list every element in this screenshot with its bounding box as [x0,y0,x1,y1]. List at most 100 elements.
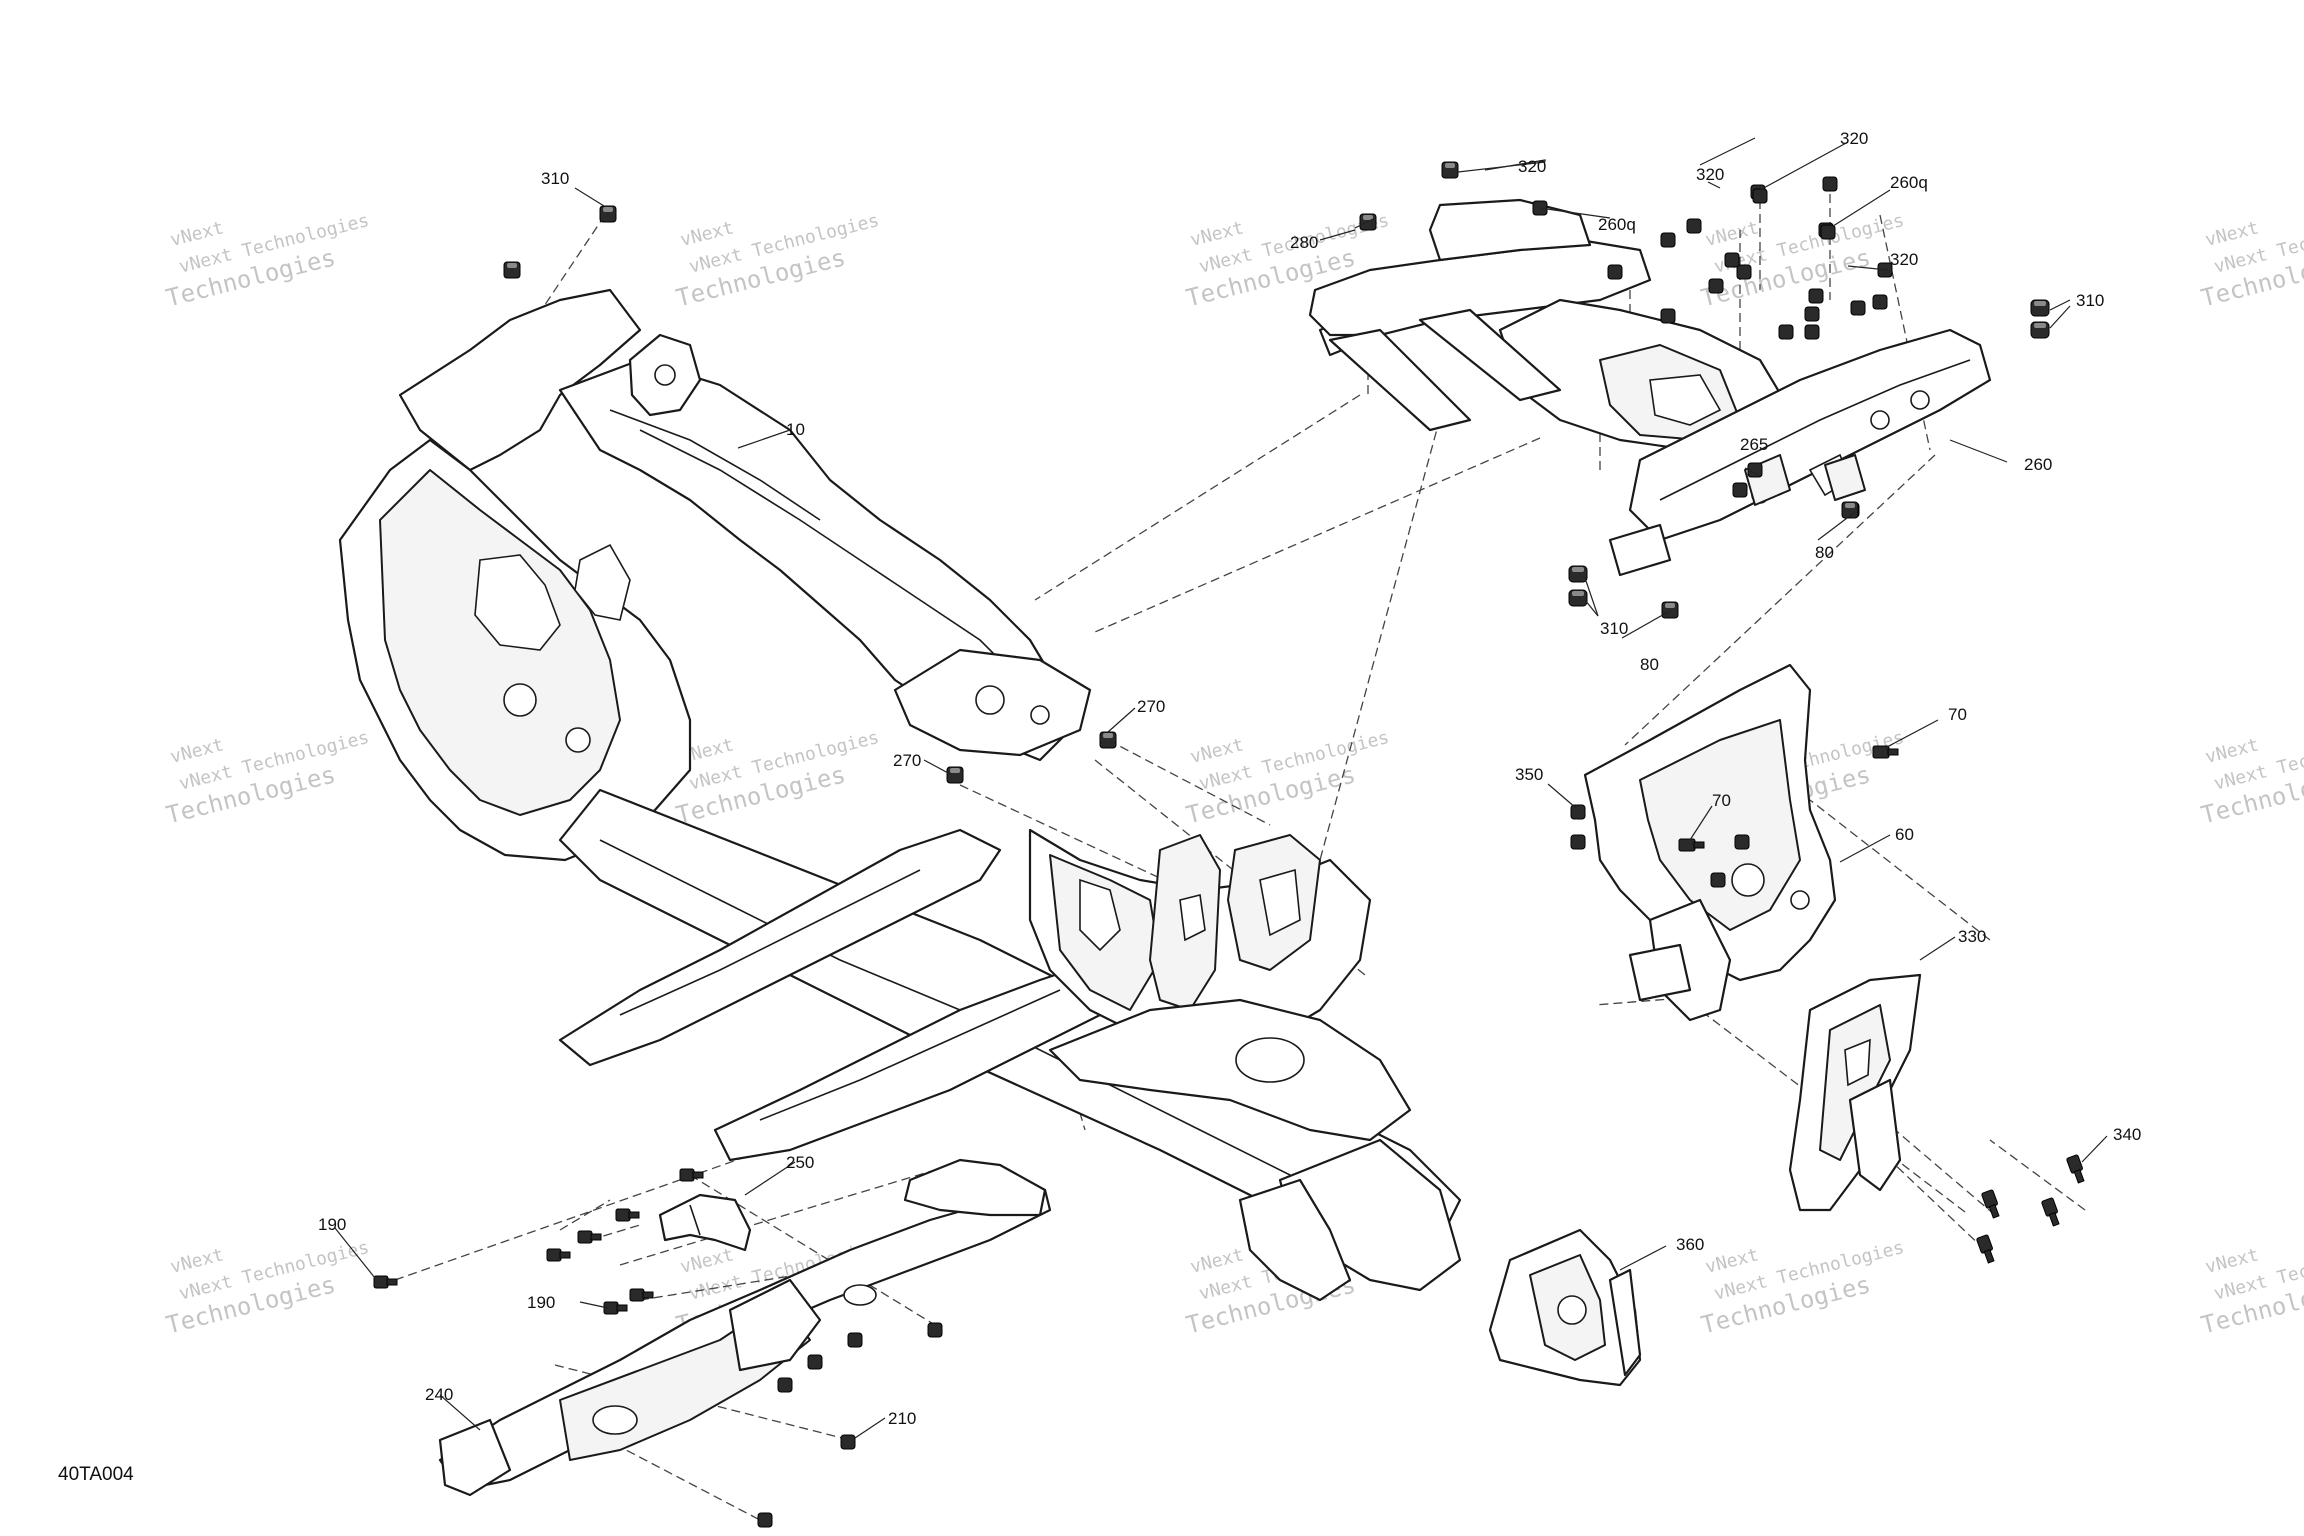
nut-icon[interactable] [946,766,964,784]
lower-arm-part-240[interactable] [438,1158,1052,1497]
nut-icon[interactable] [1660,232,1676,248]
bolt-icon[interactable] [1872,745,1899,759]
callout-270[interactable]: 270 [1137,697,1165,716]
callout-250[interactable]: 250 [786,1153,814,1172]
nut-icon[interactable] [1710,872,1726,888]
nut-icon[interactable] [847,1332,863,1348]
watermark: vNext vNext Technologies Technologies [2198,1237,2304,1339]
nut-icon[interactable] [1570,804,1586,820]
nut-icon[interactable] [1732,482,1748,498]
nut-icon[interactable] [1841,501,1859,519]
bolt-icon[interactable] [577,1230,602,1244]
callout-280[interactable]: 280 [1290,233,1318,252]
nut-icon[interactable] [599,205,617,223]
nut-icon[interactable] [1822,176,1838,192]
callout-310[interactable]: 310 [2076,291,2104,310]
watermark-text: vNext [1703,1244,1761,1277]
callout-240[interactable]: 240 [425,1385,453,1404]
plate-part-250[interactable] [658,1193,752,1252]
callout-70[interactable]: 70 [1948,705,1967,724]
nut-icon[interactable] [1660,308,1676,324]
leader-lines [334,137,2108,1439]
callout-310[interactable]: 310 [1600,619,1628,638]
nut-icon[interactable] [757,1512,773,1528]
bolt-icon[interactable] [2041,1197,2062,1227]
nut-icon[interactable] [1708,278,1724,294]
callout-320[interactable]: 320 [1840,129,1868,148]
main-frame-part-10[interactable] [338,288,1462,1302]
bolt-icon[interactable] [629,1288,654,1302]
nut-icon[interactable] [1441,161,1459,179]
nut-icon[interactable] [1808,288,1824,304]
watermark-text: vNext [1188,1244,1246,1277]
callout-340[interactable]: 340 [2113,1125,2141,1144]
nut-icon[interactable] [1872,294,1888,310]
nut-icon[interactable] [1778,324,1794,340]
callout-210[interactable]: 210 [888,1409,916,1428]
nut-icon[interactable] [503,261,521,279]
nut-icon[interactable] [1820,224,1836,240]
bolt-icon[interactable] [1981,1189,2002,1219]
bushing-icon[interactable] [2030,299,2050,317]
callout-360[interactable]: 360 [1676,1235,1704,1254]
nut-icon[interactable] [840,1434,856,1450]
watermark: vNext vNext Technologies Technologies [163,210,371,312]
watermark: vNext vNext Technologies Technologies [673,210,881,312]
nut-icon[interactable] [1734,834,1750,850]
nut-icon[interactable] [1607,264,1623,280]
nut-icon[interactable] [1804,306,1820,322]
bolt-icon[interactable] [546,1248,571,1262]
nut-icon[interactable] [1747,462,1763,478]
bolt-icon[interactable] [603,1301,628,1315]
bolt-icon[interactable] [615,1208,640,1222]
callout-80[interactable]: 80 [1640,655,1659,674]
bolt-icon[interactable] [679,1168,704,1182]
nut-icon[interactable] [1850,300,1866,316]
nut-icon[interactable] [1736,264,1752,280]
callout-270[interactable]: 270 [893,751,921,770]
bracket-part-330[interactable] [1788,973,1922,1212]
watermark-text: vNext [2203,1244,2261,1277]
bolt-icon[interactable] [373,1275,398,1289]
nut-icon[interactable] [777,1377,793,1393]
bolt-icon[interactable] [2066,1154,2087,1184]
nut-icon[interactable] [807,1354,823,1370]
bracket-part-360[interactable] [1488,1228,1642,1387]
watermark-text: vNext [168,734,226,767]
callout-80[interactable]: 80 [1815,543,1834,562]
callout-330[interactable]: 330 [1958,927,1986,946]
watermark-text: vNext [168,1244,226,1277]
callout-350[interactable]: 350 [1515,765,1543,784]
watermark: vNext vNext Technologies Technologies [2198,210,2304,312]
nut-icon[interactable] [1804,324,1820,340]
callout-320[interactable]: 320 [1890,250,1918,269]
callout-190[interactable]: 190 [527,1293,555,1312]
callout-260q[interactable]: 260q [1598,215,1636,234]
callout-310[interactable]: 310 [541,169,569,188]
nut-icon[interactable] [1686,218,1702,234]
callout-60[interactable]: 60 [1895,825,1914,844]
callout-260[interactable]: 260 [2024,455,2052,474]
nut-icon[interactable] [1570,834,1586,850]
callout-190[interactable]: 190 [318,1215,346,1234]
bracket-part-60[interactable] [1583,663,1837,1022]
bolt-icon[interactable] [1976,1234,1997,1264]
callout-10[interactable]: 10 [786,420,805,439]
callout-320[interactable]: 320 [1696,165,1724,184]
callout-70[interactable]: 70 [1712,791,1731,810]
bolt-icon[interactable] [1678,838,1705,852]
rear-subframe-part-260[interactable] [1308,198,1992,577]
nut-icon[interactable] [1099,731,1117,749]
nut-icon[interactable] [1752,188,1768,204]
callout-260q[interactable]: 260q [1890,173,1928,192]
bushing-icon[interactable] [1568,589,1588,607]
nut-icon[interactable] [1661,601,1679,619]
watermark: vNext vNext Technologies Technologies [1183,727,1391,829]
nut-icon[interactable] [1724,252,1740,268]
bushing-icon[interactable] [1568,565,1588,583]
callout-265[interactable]: 265 [1740,435,1768,454]
watermark-text: vNext [2203,217,2261,250]
callout-320[interactable]: 320 [1518,157,1546,176]
bushing-icon[interactable] [2030,321,2050,339]
nut-icon[interactable] [927,1322,943,1338]
